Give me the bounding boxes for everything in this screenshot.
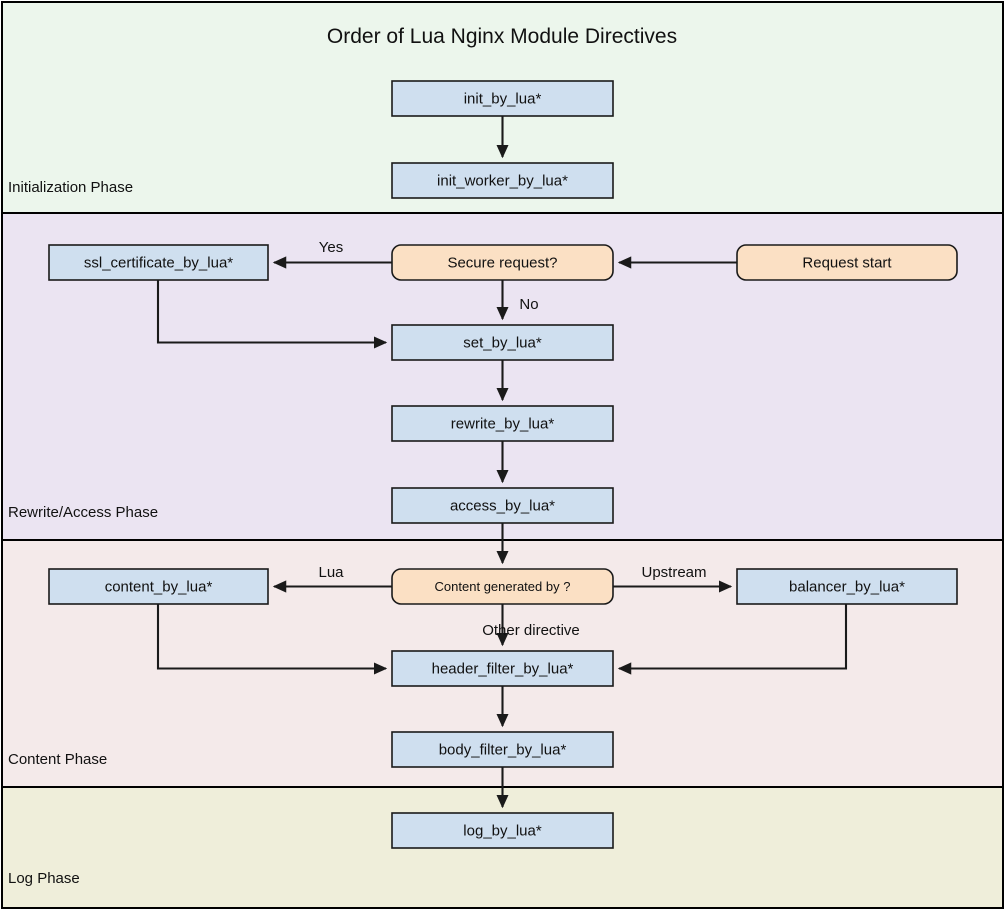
node-content-by-lua[interactable]: content_by_lua*: [48, 568, 269, 605]
node-init-worker-by-lua[interactable]: init_worker_by_lua*: [391, 162, 614, 199]
node-label-content-generated-by: Content generated by ?: [435, 579, 571, 594]
node-label-content-by-lua: content_by_lua*: [105, 578, 213, 595]
node-body-filter-by-lua[interactable]: body_filter_by_lua*: [391, 731, 614, 768]
node-secure-request[interactable]: Secure request?: [391, 244, 614, 281]
node-balancer-by-lua[interactable]: balancer_by_lua*: [736, 568, 958, 605]
phase-band-label-content: Content Phase: [8, 751, 107, 768]
phase-band-label-initialization: Initialization Phase: [8, 179, 133, 196]
node-box-rewrite-by-lua[interactable]: [391, 405, 614, 442]
node-rewrite-by-lua[interactable]: rewrite_by_lua*: [391, 405, 614, 442]
node-request-start[interactable]: Request start: [736, 244, 958, 281]
node-box-ssl-certificate-by-lua[interactable]: [48, 244, 269, 281]
node-box-header-filter-by-lua[interactable]: [391, 650, 614, 687]
node-header-filter-by-lua[interactable]: header_filter_by_lua*: [391, 650, 614, 687]
node-content-generated-by[interactable]: Content generated by ?: [391, 568, 614, 605]
node-box-body-filter-by-lua[interactable]: [391, 731, 614, 768]
node-box-init-worker-by-lua[interactable]: [391, 162, 614, 199]
node-label-init-by-lua: init_by_lua*: [464, 90, 542, 107]
node-box-content-generated-by[interactable]: [391, 568, 614, 605]
node-box-init-by-lua[interactable]: [391, 80, 614, 117]
node-box-access-by-lua[interactable]: [391, 487, 614, 524]
node-box-balancer-by-lua[interactable]: [736, 568, 958, 605]
node-box-secure-request[interactable]: [391, 244, 614, 281]
edge-label-no-label: No: [519, 296, 538, 313]
edge-label-other-directive-label: Other directive: [482, 622, 580, 639]
node-label-log-by-lua: log_by_lua*: [463, 822, 542, 839]
edge-content-by-lua-to-header-filter: [156, 604, 388, 675]
node-label-body-filter-by-lua: body_filter_by_lua*: [439, 741, 567, 758]
flow-edges: [156, 116, 848, 809]
node-box-content-by-lua[interactable]: [48, 568, 269, 605]
node-box-set-by-lua[interactable]: [391, 324, 614, 361]
node-label-ssl-certificate-by-lua: ssl_certificate_by_lua*: [84, 254, 233, 271]
node-label-header-filter-by-lua: header_filter_by_lua*: [432, 660, 574, 677]
node-label-rewrite-by-lua: rewrite_by_lua*: [451, 415, 555, 432]
node-box-log-by-lua[interactable]: [391, 812, 614, 849]
node-label-balancer-by-lua: balancer_by_lua*: [789, 578, 905, 595]
node-init-by-lua[interactable]: init_by_lua*: [391, 80, 614, 117]
edge-ssl-to-set: [156, 280, 388, 349]
edge-balancer-to-header-filter: [617, 604, 848, 675]
edge-label-lua-label: Lua: [318, 564, 344, 581]
node-set-by-lua[interactable]: set_by_lua*: [391, 324, 614, 361]
node-label-set-by-lua: set_by_lua*: [463, 334, 542, 351]
flow-nodes: init_by_lua* init_worker_by_lua* Request s…: [48, 80, 958, 849]
node-ssl-certificate-by-lua[interactable]: ssl_certificate_by_lua*: [48, 244, 269, 281]
node-log-by-lua[interactable]: log_by_lua*: [391, 812, 614, 849]
phase-band-label-rewrite-access: Rewrite/Access Phase: [8, 504, 158, 521]
node-label-secure-request: Secure request?: [447, 254, 557, 271]
node-label-request-start: Request start: [802, 254, 892, 271]
phase-band-label-log: Log Phase: [8, 870, 80, 887]
edge-label-yes-label: Yes: [319, 239, 343, 256]
edge-label-upstream-label: Upstream: [641, 564, 706, 581]
node-label-init-worker-by-lua: init_worker_by_lua*: [437, 172, 568, 189]
node-access-by-lua[interactable]: access_by_lua*: [391, 487, 614, 524]
node-box-request-start[interactable]: [736, 244, 958, 281]
page-title: Order of Lua Nginx Module Directives: [327, 25, 677, 48]
node-label-access-by-lua: access_by_lua*: [450, 497, 555, 514]
